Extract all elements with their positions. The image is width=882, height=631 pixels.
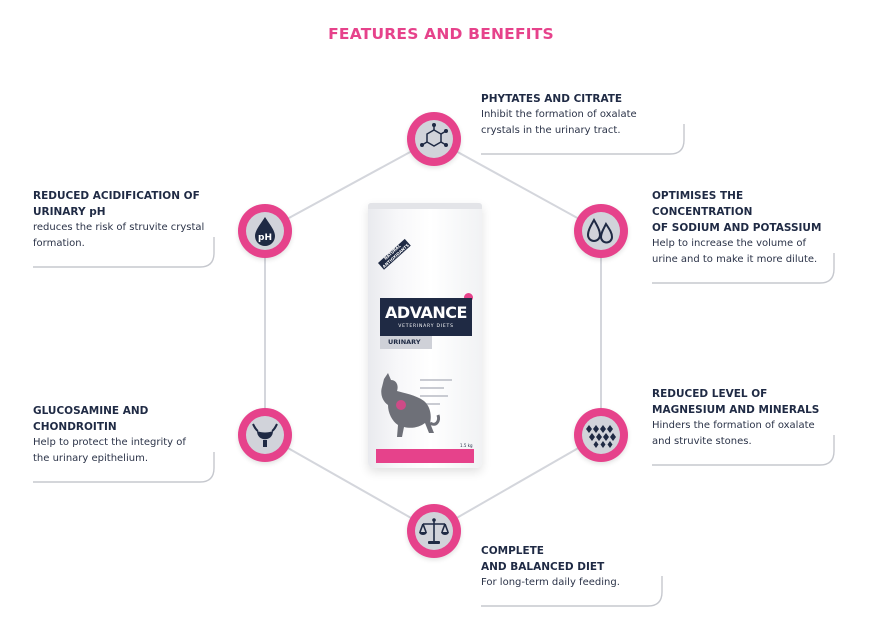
page-title: FEATURES AND BENEFITS (328, 25, 554, 43)
feature-phytates: PHYTATES AND CITRATE Inhibit the formati… (481, 91, 637, 139)
feature-description: reduces the risk of struvite crystal for… (33, 222, 205, 249)
feature-description: Hinders the formation of oxalate and str… (652, 420, 815, 447)
feature-magnesium: REDUCED LEVEL OF MAGNESIUM AND MINERALS … (652, 386, 819, 450)
feature-title: OPTIMISES THE CONCENTRATION OF SODIUM AN… (652, 190, 822, 234)
badge-phytates (407, 112, 461, 166)
feature-title: REDUCED ACIDIFICATION OF URINARY pH (33, 190, 200, 218)
molecule-icon (420, 123, 448, 147)
mineral-pattern-icon (586, 425, 616, 448)
feature-sodium-potassium: OPTIMISES THE CONCENTRATION OF SODIUM AN… (652, 188, 821, 268)
water-drops-icon (586, 217, 614, 244)
feature-title: PHYTATES AND CITRATE (481, 93, 623, 105)
badge-acidification: pH (238, 204, 292, 258)
ph-drop-icon: pH (255, 217, 275, 246)
feature-title: REDUCED LEVEL OF MAGNESIUM AND MINERALS (652, 388, 820, 416)
balance-scale-icon (419, 518, 449, 544)
bag-variant: URINARY (380, 336, 432, 349)
bag-weight: 1.5 kg (460, 443, 473, 448)
feature-description: Help to protect the integrity of the uri… (33, 437, 186, 464)
product-bag-image: NATURAL ANTIOXIDANTS ADVANCE VETERINARY … (368, 203, 482, 468)
bag-line: VETERINARY DIETS (398, 324, 454, 329)
bag-logo: ADVANCE VETERINARY DIETS (380, 298, 472, 336)
feature-title: GLUCOSAMINE AND CHONDROITIN (33, 405, 149, 433)
badge-sodium-potassium (574, 204, 628, 258)
feature-complete-diet: COMPLETE AND BALANCED DIET For long-term… (481, 543, 620, 591)
cat-illustration-icon (381, 373, 440, 437)
feature-description: Help to increase the volume of urine and… (652, 238, 818, 265)
bladder-icon (252, 423, 278, 447)
badge-glucosamine (238, 408, 292, 462)
ph-label: pH (258, 233, 272, 243)
feature-description: Inhibit the formation of oxalate crystal… (481, 109, 637, 136)
badge-complete-diet (407, 504, 461, 558)
feature-description: For long-term daily feeding. (481, 577, 620, 588)
bag-brand: ADVANCE (385, 303, 467, 322)
feature-acidification: REDUCED ACIDIFICATION OF URINARY pH redu… (33, 188, 204, 252)
feature-title: COMPLETE AND BALANCED DIET (481, 545, 605, 573)
feature-glucosamine: GLUCOSAMINE AND CHONDROITIN Help to prot… (33, 403, 186, 467)
badge-magnesium (574, 408, 628, 462)
